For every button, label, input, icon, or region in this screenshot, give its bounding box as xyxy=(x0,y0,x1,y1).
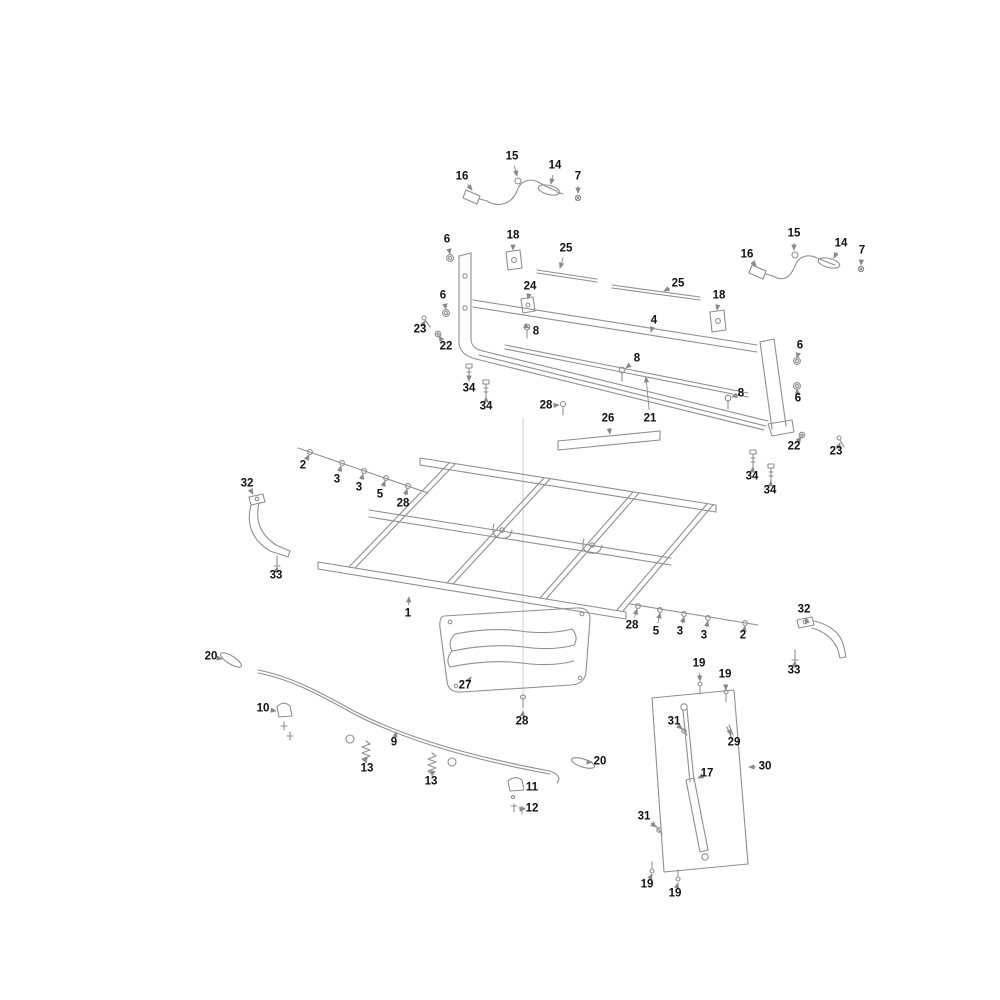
gas-strut-assembly xyxy=(649,681,749,882)
bracket-left xyxy=(248,493,291,567)
leader-line-25 xyxy=(663,286,671,292)
leader-line-28 xyxy=(402,488,409,496)
leader-line-2 xyxy=(304,454,310,462)
floor-frame xyxy=(317,457,717,620)
leader-line-21 xyxy=(643,376,650,411)
leader-line-25 xyxy=(559,257,565,269)
leader-line-31 xyxy=(650,821,657,828)
hardware-row-left xyxy=(297,447,429,494)
leader-line-4 xyxy=(649,326,656,333)
cross-bar-26 xyxy=(557,430,661,451)
leader-line-5 xyxy=(380,480,386,487)
leader-line-22 xyxy=(795,436,802,443)
cable-assembly-right xyxy=(748,251,865,280)
under-panel xyxy=(439,607,591,709)
leader-line-28 xyxy=(632,608,639,618)
leader-line-31 xyxy=(676,723,683,730)
leader-line-26 xyxy=(606,427,612,435)
leader-line-18 xyxy=(715,304,721,311)
stabilizer-rod-assembly xyxy=(220,652,596,815)
leader-line-16 xyxy=(750,260,757,267)
leader-line-3 xyxy=(336,465,343,472)
leader-line-32 xyxy=(247,487,254,495)
leader-line-3 xyxy=(703,620,710,628)
leader-line-24 xyxy=(526,293,532,300)
tailgate-frame xyxy=(421,249,845,482)
leader-line-3 xyxy=(358,473,365,480)
leader-line-19 xyxy=(647,873,653,881)
leader-line-22 xyxy=(438,335,445,343)
leader-line-8 xyxy=(625,362,632,369)
leader-line-6 xyxy=(795,352,801,359)
leader-line-23 xyxy=(420,320,426,328)
leader-line-10 xyxy=(270,707,277,713)
cable-assembly-top xyxy=(462,177,582,205)
leader-line-6 xyxy=(442,303,448,310)
leader-line-3 xyxy=(679,616,686,624)
leader-line-14 xyxy=(549,174,555,185)
leader-line-27 xyxy=(465,676,472,683)
leader-line-5 xyxy=(656,612,662,624)
leader-line-15 xyxy=(513,165,519,177)
leader-line-16 xyxy=(466,183,473,191)
leader-line-14 xyxy=(833,251,839,259)
leader-line-19 xyxy=(673,882,680,889)
leader-line-6 xyxy=(446,248,452,255)
